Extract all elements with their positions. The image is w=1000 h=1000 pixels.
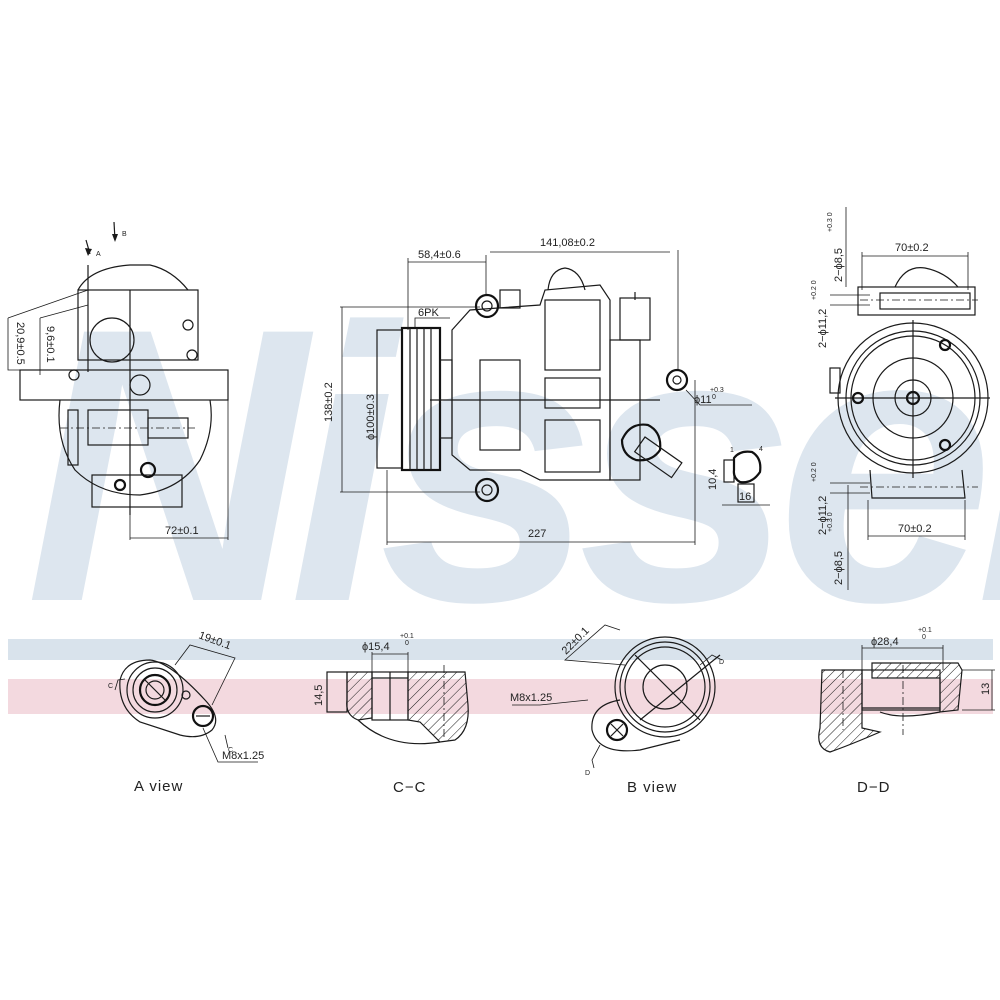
svg-text:13: 13 <box>980 683 992 695</box>
detail-b-view: 22±0.1 M8x1.25 D D B view <box>510 624 724 796</box>
svg-text:ϕ15,4: ϕ15,4 <box>362 641 390 653</box>
svg-text:Nissens: Nissens <box>25 247 1000 683</box>
connector-detail: 10,4 16 1 4 <box>707 446 770 506</box>
svg-text:0: 0 <box>405 640 409 647</box>
svg-text:+0.1: +0.1 <box>400 633 414 640</box>
svg-text:141,08±0.2: 141,08±0.2 <box>540 237 595 249</box>
svg-text:+0.3: +0.3 <box>710 387 724 394</box>
svg-text:ϕ100±0.3: ϕ100±0.3 <box>365 394 377 440</box>
view-arrow-b: B <box>112 221 127 242</box>
svg-text:6PK: 6PK <box>418 307 439 319</box>
svg-text:227: 227 <box>528 528 546 540</box>
svg-text:A view: A view <box>134 778 183 795</box>
svg-text:+0.1: +0.1 <box>918 627 932 634</box>
svg-text:14,5: 14,5 <box>313 685 325 706</box>
front-view: 58,4±0.6 141,08±0.2 6PK 138±0.2 ϕ100±0.3… <box>323 237 752 545</box>
svg-text:D−D: D−D <box>857 779 890 796</box>
svg-text:C: C <box>108 683 113 690</box>
svg-text:9,6±0.1: 9,6±0.1 <box>44 326 56 363</box>
svg-text:58,4±0.6: 58,4±0.6 <box>418 249 461 261</box>
svg-text:D: D <box>585 770 590 777</box>
svg-text:70±0.2: 70±0.2 <box>898 523 932 535</box>
svg-text:C: C <box>228 747 233 754</box>
svg-text:A: A <box>96 251 101 258</box>
svg-text:B view: B view <box>627 779 677 796</box>
svg-text:+0.3 0: +0.3 0 <box>827 212 834 232</box>
svg-text:ϕ11: ϕ11 <box>694 394 712 406</box>
svg-text:2−ϕ8,5: 2−ϕ8,5 <box>833 551 845 585</box>
svg-text:1: 1 <box>730 447 734 454</box>
svg-text:C−C: C−C <box>393 779 426 796</box>
svg-text:70±0.2: 70±0.2 <box>895 242 929 254</box>
svg-text:4: 4 <box>759 446 763 453</box>
svg-text:72±0.1: 72±0.1 <box>165 525 199 537</box>
svg-text:20,9±0.5: 20,9±0.5 <box>14 322 26 365</box>
svg-text:ϕ28,4: ϕ28,4 <box>871 636 899 648</box>
svg-text:138±0.2: 138±0.2 <box>323 382 335 422</box>
detail-c-c: ϕ15,4 +0.1 0 14,5 C−C <box>313 633 469 796</box>
svg-text:D: D <box>719 659 724 666</box>
rear-view: 70±0.2 2−ϕ8,5 +0.3 0 2−ϕ11,2 +0.2 0 70±0… <box>811 207 990 590</box>
detail-d-d: ϕ28,4 +0.1 0 13 D−D <box>818 627 995 796</box>
svg-text:B: B <box>122 231 127 238</box>
side-view: A B 20,9±0.5 9,6±0.1 <box>7 221 229 540</box>
view-arrow-a: A <box>85 239 101 258</box>
svg-text:+0.3 0: +0.3 0 <box>827 512 834 532</box>
svg-text:10,4: 10,4 <box>707 469 719 490</box>
svg-text:0: 0 <box>922 634 926 641</box>
svg-text:M8x1.25: M8x1.25 <box>222 750 264 762</box>
nissens-watermark: Nissens <box>25 247 1000 683</box>
svg-text:+0.2 0: +0.2 0 <box>811 280 818 300</box>
svg-text:M8x1.25: M8x1.25 <box>510 692 552 704</box>
svg-text:+0.2 0: +0.2 0 <box>811 462 818 482</box>
svg-text:2−ϕ8,5: 2−ϕ8,5 <box>833 248 845 282</box>
svg-text:16: 16 <box>739 491 751 503</box>
svg-text:0: 0 <box>712 394 716 401</box>
svg-text:2−ϕ11,2: 2−ϕ11,2 <box>817 309 829 348</box>
svg-text:2−ϕ11,2: 2−ϕ11,2 <box>817 496 829 535</box>
blue-band <box>8 639 993 660</box>
